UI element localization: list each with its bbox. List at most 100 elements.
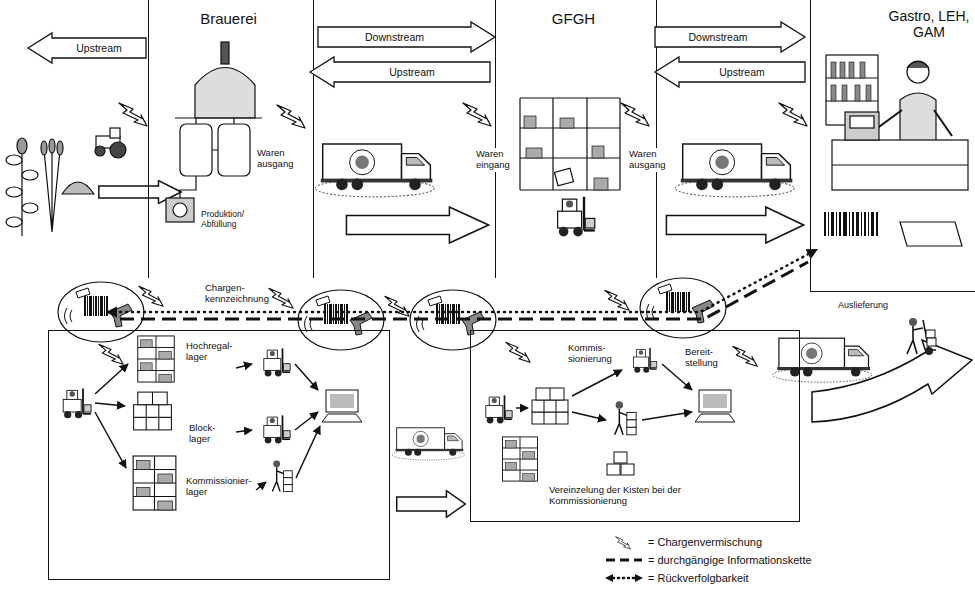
legend-row: = Chargenvermischung (604, 533, 812, 551)
raw-materials-figure (110, 128, 120, 138)
arrow-outline (28, 33, 146, 63)
batch-mixing-bolts (733, 346, 757, 366)
raw-materials-figure (6, 187, 22, 197)
batch-mixing-bolts (269, 288, 293, 308)
shop-scene (849, 62, 854, 78)
legend-text: = Rückverfolgbarkeit (648, 572, 749, 584)
arrow-outline (318, 22, 495, 52)
raw-materials-figure (17, 138, 27, 154)
raw-materials-figure (22, 170, 38, 180)
wholesaler-shelving (594, 178, 608, 190)
brewery-warehouse-box: Hochregal- lagerBlock- lagerKommissionie… (48, 330, 390, 580)
flow-small-arrows (295, 412, 318, 430)
raw-materials-figure (49, 139, 55, 153)
brewery-plant (175, 117, 262, 118)
flow-small-arrows (516, 407, 528, 409)
flow-small-arrows (95, 364, 128, 394)
picker-icon (272, 460, 292, 491)
shop-scene (850, 116, 874, 128)
legend: = Chargenvermischung= durchgängige Infor… (604, 533, 812, 587)
raw-materials-figure (44, 150, 60, 232)
stage-label: Chargen- kennzeichnung (205, 283, 269, 305)
arrow-label: Downstream (365, 31, 424, 43)
brewery-plant (180, 118, 234, 198)
wholesaler-shelving (524, 116, 536, 128)
legend-arrowhead (605, 574, 613, 582)
stage-label: Waren ausgang (627, 148, 667, 172)
brewery-plant (221, 42, 229, 64)
arrow-label: Upstream (389, 66, 435, 78)
hand-truck-icon (907, 318, 936, 355)
legend-arrowhead (635, 574, 643, 582)
shop-scene (845, 112, 879, 140)
high-rack-icon (138, 336, 174, 382)
terminal-icon (695, 390, 735, 422)
brewery-plant (195, 68, 255, 119)
flow-small-arrows (642, 412, 692, 420)
brewery-panel: BrauereiProduktion/ Abfüllung (148, 0, 314, 278)
flow-small-arrows (95, 412, 126, 468)
batch-mixing-bolts (277, 105, 305, 128)
brewery-plant (180, 124, 212, 176)
area-label: Bereit- stellung (685, 347, 718, 369)
truck-icon (392, 428, 464, 460)
stage-heading: GFGH (496, 10, 651, 27)
arrow-outline (310, 57, 490, 87)
wholesaler-warehouse-box: Kommis- sionierungBereit- stellungVerein… (470, 330, 800, 522)
batch-mixing-bolts (99, 344, 123, 364)
batch-mixing-bolts (605, 290, 629, 310)
legend-bolt (616, 537, 631, 549)
legend-text: = Chargenvermischung (648, 536, 762, 548)
shop-scene (826, 78, 878, 101)
stage-label: Auslieferung (838, 300, 888, 310)
arrow-label: Upstream (76, 42, 122, 54)
batch-mixing-bolts (385, 296, 409, 316)
upstream-arrow: Upstream (310, 57, 490, 87)
legend-sample (604, 534, 644, 550)
shop-scene (907, 61, 929, 83)
raw-materials-figure (6, 128, 126, 236)
shop-scene (855, 85, 860, 101)
forklift-icon (264, 415, 290, 443)
batch-mixing-bolts (99, 103, 807, 366)
shop-scene (826, 55, 968, 246)
wholesaler-shelving (554, 168, 573, 186)
area-label: Block- lager (189, 423, 215, 445)
shop-scene (872, 110, 952, 136)
shop-scene (866, 85, 871, 101)
stage-heading: Brauerei (149, 10, 308, 27)
flow-small-arrows (256, 482, 266, 490)
wholesaler-panel: GFGH (495, 0, 657, 278)
area-label: Vereinzelung der Kisten bei der Kommissi… (549, 485, 689, 507)
shop-scene (832, 164, 968, 165)
shop-scene (832, 140, 968, 190)
batch-mixing-bolts (779, 103, 807, 126)
flow-small-arrows (236, 430, 252, 432)
shop-scene (860, 62, 865, 78)
traceability-line (108, 250, 816, 312)
flow-arrow (397, 491, 466, 518)
shop-scene (831, 62, 836, 78)
pallet-stack-icon (532, 388, 568, 424)
arrow-outline (655, 57, 805, 87)
upstream-arrow: Upstream (655, 57, 805, 87)
batch-mixing-bolts (506, 342, 530, 362)
block-storage-icon (134, 392, 172, 430)
wholesaler-shelving (520, 98, 620, 190)
downstream-arrow: Downstream (655, 22, 805, 52)
brewery-plant (173, 203, 187, 217)
flow-small-arrows (572, 370, 622, 396)
forklift-icon (634, 348, 657, 373)
flow-small-arrows (572, 412, 606, 420)
batch-mixing-bolts (621, 103, 649, 126)
raw-materials-figure (110, 142, 126, 158)
raw-materials-figure (95, 128, 126, 158)
shop-scene (842, 85, 847, 101)
batch-mixing-bolts (119, 103, 147, 126)
flow-small-arrows (296, 426, 320, 478)
legend-sample (604, 570, 644, 586)
wholesaler-shelving (592, 146, 604, 158)
flow-small-arrows (95, 364, 692, 490)
flow-small-arrows (95, 403, 125, 406)
